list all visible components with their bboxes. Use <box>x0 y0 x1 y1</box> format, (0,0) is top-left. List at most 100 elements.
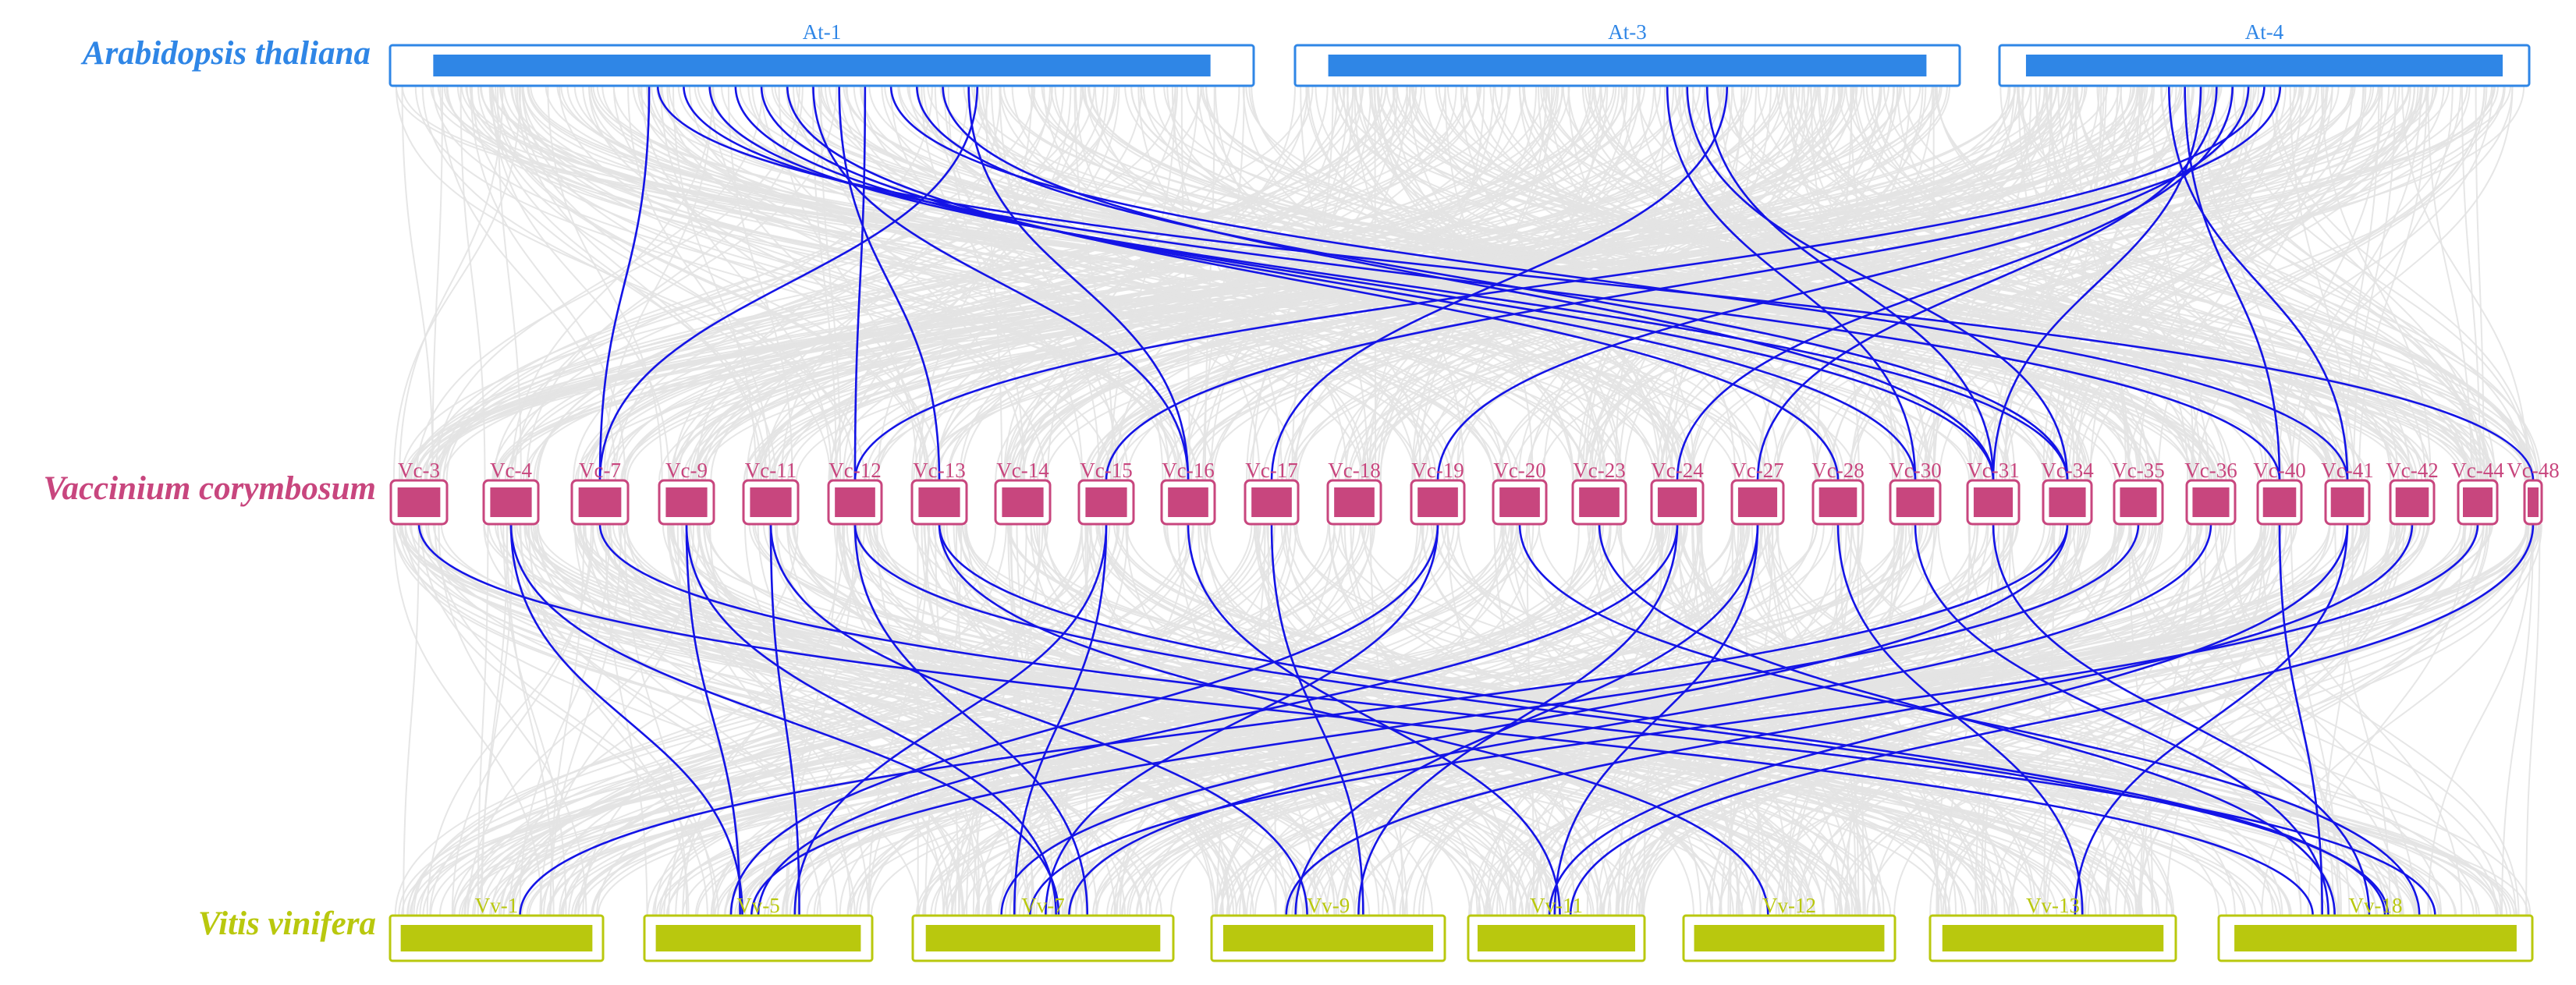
highlight-link-vc-16-vv-11 <box>1187 523 1561 916</box>
chromosome-bar <box>918 487 960 517</box>
highlight-link-at-3-vc-34 <box>1686 85 2069 481</box>
background-link <box>431 85 444 481</box>
chromosome-bar <box>2120 487 2157 517</box>
background-link <box>793 523 1524 916</box>
background-link <box>1718 85 1901 481</box>
background-link <box>1096 85 1723 481</box>
chromosome-label: Vc-18 <box>1328 459 1380 482</box>
highlight-link-vc-40-vv-18 <box>2278 523 2323 916</box>
background-link <box>1070 523 1425 916</box>
chromosome-bar <box>1694 925 1885 951</box>
background-link <box>869 523 2290 916</box>
background-link <box>618 523 1219 916</box>
background-link <box>999 85 1101 481</box>
chromosome-vv-11: Vv-11 <box>1467 894 1646 962</box>
background-link <box>521 85 2052 481</box>
background-link <box>2427 523 2533 916</box>
highlight-link-layer <box>417 85 2535 916</box>
background-link <box>1839 523 1996 916</box>
chromosome-at-3: At-3 <box>1293 20 1961 87</box>
background-link <box>1421 85 2219 481</box>
highlight-link-vc-41-vv-13 <box>2074 523 2349 916</box>
chromosome-label: Vc-15 <box>1080 459 1132 482</box>
highlight-link-vc-13-vv-18 <box>938 523 2386 916</box>
background-link <box>782 523 1376 916</box>
background-link <box>1266 523 1602 916</box>
background-link <box>1093 85 1937 481</box>
highlight-link-at-4-vc-24 <box>1676 85 2234 481</box>
background-link <box>622 85 1843 481</box>
background-link <box>868 523 1044 916</box>
background-link <box>1659 85 2139 481</box>
highlight-link-vc-15-vv-5 <box>793 523 1108 916</box>
background-link <box>1155 523 2270 916</box>
background-link <box>2277 85 2383 481</box>
background-link <box>1010 85 2084 481</box>
background-link <box>1166 85 1681 481</box>
highlight-link-at-1-vc-7 <box>598 85 651 481</box>
background-link <box>1304 523 1921 916</box>
chromosome-at-1: At-1 <box>389 20 1255 87</box>
background-link <box>464 523 1194 916</box>
background-link <box>2197 523 2351 916</box>
background-link <box>2051 523 2503 916</box>
background-link <box>1248 85 1641 481</box>
background-link <box>458 523 2493 916</box>
background-link <box>2289 85 2349 481</box>
background-link <box>2475 85 2485 481</box>
chromosome-bar <box>400 925 593 951</box>
chromosome-bar <box>2528 487 2539 517</box>
background-link <box>1202 85 2336 481</box>
highlight-link-vc-9-vv-5 <box>685 523 741 916</box>
chromosome-label: Vc-17 <box>1245 459 1297 482</box>
chromosome-bar <box>2330 487 2365 517</box>
highlight-link-vc-31-vv-18 <box>1992 523 2371 916</box>
background-link <box>660 85 833 481</box>
highlight-link-vc-30-vv-18 <box>1914 523 2329 916</box>
background-link <box>1592 85 2144 481</box>
background-link <box>1655 523 2175 916</box>
background-link <box>518 85 839 481</box>
background-link <box>513 85 838 481</box>
background-link <box>578 523 1641 916</box>
background-link <box>671 523 1029 916</box>
background-link <box>1847 523 2498 916</box>
chromosome-vc-4: Vc-4 <box>482 459 540 526</box>
background-link <box>2138 523 2191 916</box>
background-link <box>2160 85 2426 481</box>
highlight-link-at-4-vc-41 <box>2167 85 2349 481</box>
chromosome-label: Vc-41 <box>2321 459 2373 482</box>
chromosome-vc-36: Vc-36 <box>2184 459 2237 526</box>
background-link <box>624 85 1903 481</box>
background-link <box>2427 85 2473 481</box>
highlight-link-vc-28-vv-13 <box>1836 523 2084 916</box>
background-link <box>400 523 1389 916</box>
chromosome-vv-12: Vv-12 <box>1682 894 1897 962</box>
background-link <box>1086 85 2395 481</box>
background-link <box>1447 85 2146 481</box>
highlight-link-vc-36-vv-7 <box>1068 523 2212 916</box>
highlight-link-at-1-vc-34 <box>915 85 2069 481</box>
chromosome-bar <box>433 55 1211 76</box>
background-link <box>406 85 1921 481</box>
highlight-link-vc-24-vv-5 <box>757 523 1679 916</box>
background-link <box>399 85 504 481</box>
chromosome-vc-42: Vc-42 <box>2386 459 2439 526</box>
chromosome-bar <box>1251 487 1292 517</box>
background-link <box>2290 85 2422 481</box>
background-link <box>696 523 1319 916</box>
chromosome-bar <box>1328 55 1927 76</box>
background-link <box>421 85 832 481</box>
background-link <box>1202 85 1245 481</box>
background-link <box>768 523 1235 916</box>
background-link <box>1865 85 2532 481</box>
chromosome-vc-27: Vc-27 <box>1730 459 1785 526</box>
background-link <box>1845 523 1896 916</box>
background-link <box>1588 85 2071 481</box>
chromosome-label: Vc-40 <box>2253 459 2305 482</box>
background-link <box>1691 85 2478 481</box>
background-link <box>510 85 1763 481</box>
background-link <box>702 85 1412 481</box>
background-link <box>2296 85 2454 481</box>
background-link <box>1971 85 2514 481</box>
